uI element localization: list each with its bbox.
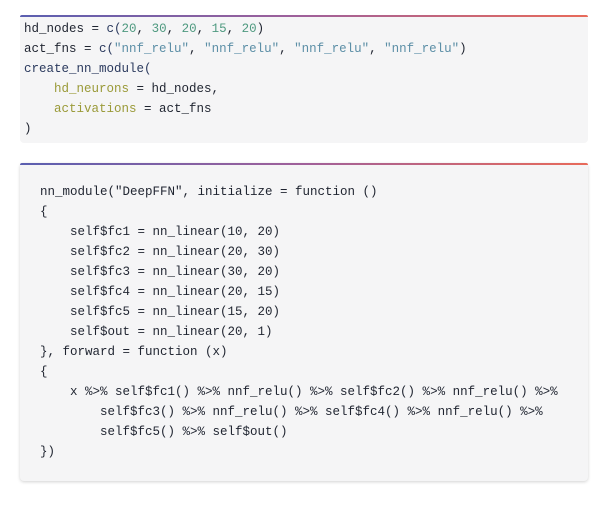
code-token: "nnf_relu" bbox=[204, 42, 280, 56]
code-line: x %>% self$fc1() %>% nnf_relu() %>% self… bbox=[40, 385, 558, 399]
code-token: "nnf_relu" bbox=[384, 42, 460, 56]
code-token: 20 bbox=[241, 22, 257, 36]
code-token: , bbox=[136, 22, 152, 36]
code-token bbox=[24, 82, 54, 96]
code-output: nn_module("DeepFFN", initialize = functi… bbox=[40, 182, 558, 462]
code-token: ) bbox=[459, 42, 467, 56]
code-token: ) bbox=[24, 122, 32, 136]
code-block-input: hd_nodes = c(20, 30, 20, 15, 20)act_fns … bbox=[20, 15, 588, 143]
code-line: }, forward = function (x) bbox=[40, 345, 228, 359]
code-line: self$fc3() %>% nnf_relu() %>% self$fc4()… bbox=[40, 405, 543, 419]
code-line: self$fc1 = nn_linear(10, 20) bbox=[40, 225, 281, 239]
code-line: self$fc4 = nn_linear(20, 15) bbox=[40, 285, 281, 299]
code-token bbox=[24, 102, 54, 116]
code-token: c( bbox=[99, 42, 115, 56]
code-line: act_fns = c("nnf_relu", "nnf_relu", "nnf… bbox=[24, 39, 467, 59]
code-token: "nnf_relu" bbox=[294, 42, 370, 56]
code-line: nn_module("DeepFFN", initialize = functi… bbox=[40, 185, 378, 199]
code-line: { bbox=[40, 205, 48, 219]
code-token: , bbox=[226, 22, 242, 36]
code-token: = hd_nodes, bbox=[129, 82, 220, 96]
code-line: self$fc5 = nn_linear(15, 20) bbox=[40, 305, 281, 319]
code-line: self$fc5() %>% self$out() bbox=[40, 425, 288, 439]
code-token: , bbox=[369, 42, 385, 56]
code-token: , bbox=[166, 22, 182, 36]
code-line: }) bbox=[40, 445, 56, 459]
code-line: { bbox=[40, 365, 48, 379]
code-block-output: nn_module("DeepFFN", initialize = functi… bbox=[20, 163, 588, 481]
code-line: create_nn_module( bbox=[24, 59, 467, 79]
code-token: ) bbox=[256, 22, 265, 36]
code-token: create_nn_module( bbox=[24, 62, 152, 76]
code-token: 20 bbox=[181, 22, 197, 36]
code-token: act_fns = bbox=[24, 42, 100, 56]
code-token: hd_nodes = bbox=[24, 22, 107, 36]
code-line: self$fc2 = nn_linear(20, 30) bbox=[40, 245, 281, 259]
code-token: 30 bbox=[151, 22, 167, 36]
code-line: ) bbox=[24, 119, 467, 139]
code-input: hd_nodes = c(20, 30, 20, 15, 20)act_fns … bbox=[24, 19, 467, 139]
code-token: = act_fns bbox=[136, 102, 212, 116]
code-line: hd_nodes = c(20, 30, 20, 15, 20) bbox=[24, 19, 467, 39]
code-line: self$out = nn_linear(20, 1) bbox=[40, 325, 273, 339]
code-token: activations bbox=[54, 102, 137, 116]
code-token: 20 bbox=[121, 22, 137, 36]
code-line: self$fc3 = nn_linear(30, 20) bbox=[40, 265, 281, 279]
code-line: activations = act_fns bbox=[24, 99, 467, 119]
code-token: hd_neurons bbox=[54, 82, 130, 96]
code-token: c( bbox=[106, 22, 122, 36]
code-token: "nnf_relu" bbox=[114, 42, 190, 56]
code-token: , bbox=[189, 42, 205, 56]
code-line: hd_neurons = hd_nodes, bbox=[24, 79, 467, 99]
code-token: , bbox=[279, 42, 295, 56]
code-token: 15 bbox=[211, 22, 227, 36]
code-token: , bbox=[196, 22, 212, 36]
